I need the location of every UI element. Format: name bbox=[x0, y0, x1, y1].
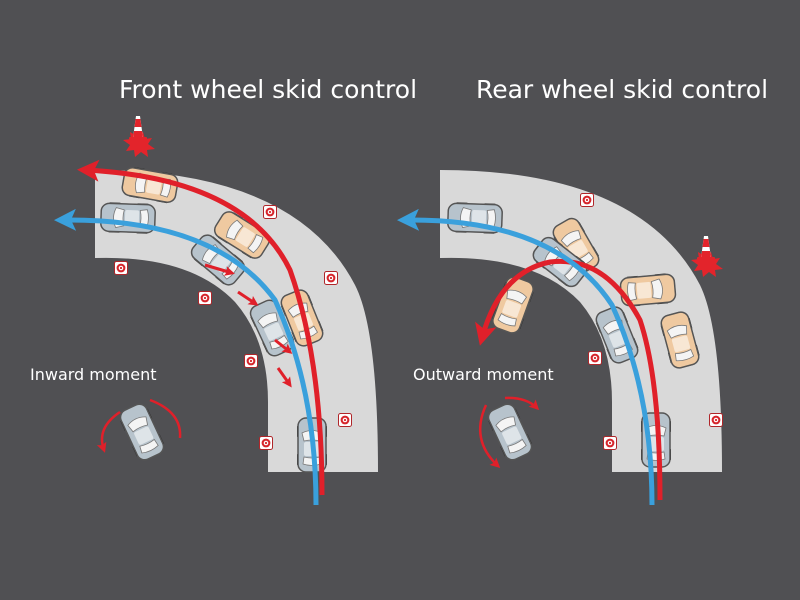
pylon-marker-icon bbox=[709, 413, 723, 427]
inward-moment-arrow bbox=[96, 410, 121, 453]
front-panel-title: Front wheel skid control bbox=[119, 75, 417, 104]
pylon-marker-icon bbox=[603, 436, 617, 450]
pylon-marker-icon bbox=[338, 413, 352, 427]
inward-moment-label: Inward moment bbox=[30, 365, 157, 384]
outward-moment-arrow bbox=[504, 396, 540, 411]
skid-direction-arrow bbox=[276, 367, 292, 388]
rear-skid-panel: Outward moment bbox=[397, 170, 723, 506]
pylon-marker-icon bbox=[588, 351, 602, 365]
skid-path-arrow bbox=[475, 258, 663, 501]
pylon-marker-icon bbox=[114, 261, 128, 275]
skid-direction-arrow bbox=[204, 263, 235, 276]
pylon-marker-icon bbox=[198, 291, 212, 305]
car-top-view-icon bbox=[116, 400, 168, 464]
car-top-view-icon bbox=[484, 400, 536, 464]
skid-path-arrow bbox=[77, 159, 325, 496]
front-skid-panel: Inward moment bbox=[30, 116, 378, 506]
skid-direction-arrow bbox=[274, 338, 293, 354]
pylon-marker-icon bbox=[259, 436, 273, 450]
curved-road-right bbox=[440, 170, 722, 472]
skid-direction-arrow bbox=[237, 290, 259, 306]
rear-panel-title: Rear wheel skid control bbox=[476, 75, 768, 104]
controlled-path-arrow bbox=[54, 208, 319, 506]
inward-moment-arrow bbox=[149, 398, 182, 439]
traffic-cone-icon bbox=[123, 116, 155, 157]
car-top-view-icon bbox=[446, 202, 504, 234]
pylon-marker-icon bbox=[263, 205, 277, 219]
traffic-cone-icon bbox=[691, 236, 723, 277]
outward-moment-label: Outward moment bbox=[413, 365, 554, 384]
pylon-marker-icon bbox=[324, 271, 338, 285]
pylon-marker-icon bbox=[244, 354, 258, 368]
controlled-path-arrow bbox=[397, 208, 655, 506]
car-top-view-icon bbox=[99, 202, 157, 234]
outward-moment-arrow bbox=[478, 404, 501, 469]
pylon-marker-icon bbox=[580, 193, 594, 207]
